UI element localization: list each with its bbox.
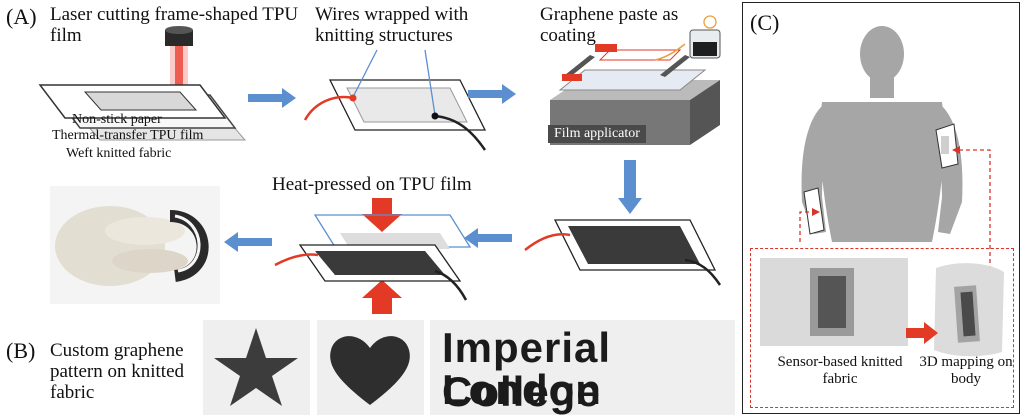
panel-c-frame [742, 2, 1020, 414]
layer-nonstick-label: Non-stick paper [72, 112, 162, 127]
imperial-logo-photo: Imperial College London [430, 320, 735, 415]
sensor-fabric-label: Sensor-based knitted fabric [777, 354, 903, 387]
human-silhouette [799, 26, 991, 270]
panel-a-letter: (A) [6, 4, 37, 29]
step1-title: Laser cutting frame-shaped TPU film [50, 4, 299, 46]
arrow-step5-to-photo [224, 232, 272, 252]
step2-title: Wires wrapped with knitting structures [315, 4, 469, 46]
layer-fabric-label: Weft knitted fabric [66, 146, 172, 161]
wires-illustration [303, 49, 487, 151]
heart-pattern-photo [317, 320, 424, 415]
laser-head-icon [165, 30, 193, 46]
arrow-step2-to-step3 [468, 84, 516, 104]
coated-sample-illustration [524, 219, 722, 286]
arrow-step4-to-step5 [464, 228, 512, 248]
film-applicator-label: Film applicator [548, 125, 646, 143]
laser-cutting-illustration [38, 26, 247, 141]
mapping-arrow [906, 322, 938, 344]
logo-line1: Imperial College [442, 324, 612, 415]
panel-b-letter: (B) [6, 338, 36, 363]
mapping-patch-image [928, 258, 1008, 358]
panel-b-caption: Custom graphene pattern on knitted fabri… [50, 340, 185, 403]
arrow-step3-to-step4 [618, 160, 642, 214]
sensor-fabric-image [760, 258, 908, 346]
step3-title: Graphene paste as coating [540, 4, 679, 46]
sensor-detail-box [750, 248, 1014, 408]
arrow-step1-to-step2 [248, 88, 296, 108]
panel-c-letter: (C) [750, 10, 780, 35]
press-arrow-bottom [362, 280, 402, 314]
star-pattern-photo [203, 320, 310, 415]
logo-line2: London [442, 366, 602, 413]
mapping-label: 3D mapping on body [919, 354, 1013, 387]
step5-title: Heat-pressed on TPU film [272, 174, 472, 195]
glove-photo [50, 186, 220, 304]
layer-tpu-label: Thermal-transfer TPU film [52, 128, 204, 143]
star-icon [214, 328, 298, 406]
heat-press-illustration [274, 214, 472, 301]
heart-icon [330, 336, 410, 405]
